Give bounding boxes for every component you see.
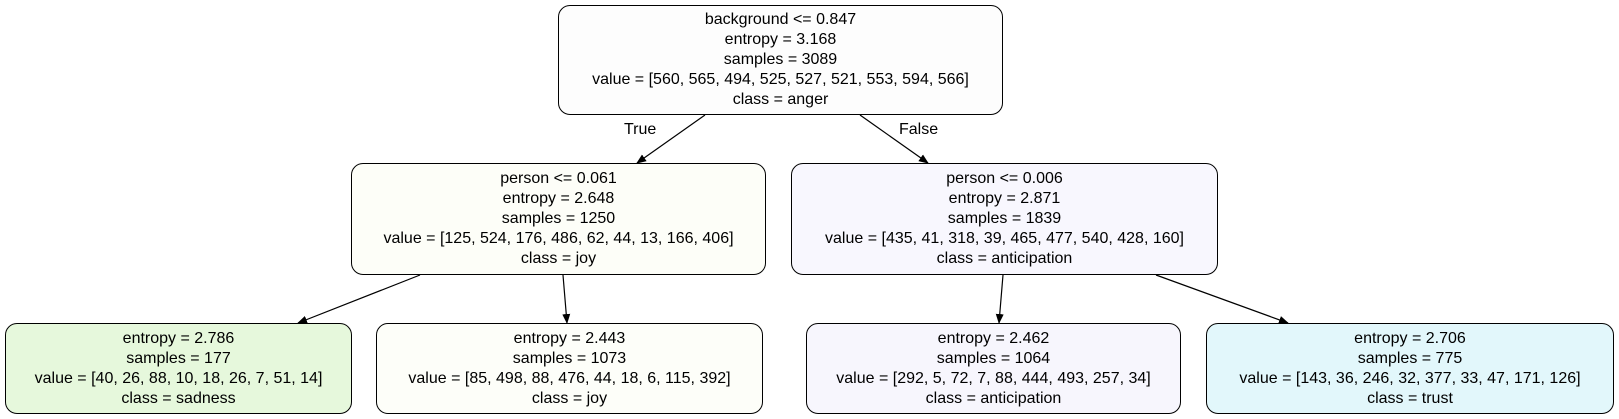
edge-right-rl <box>995 274 1004 324</box>
node-class: class = joy <box>531 389 608 407</box>
node-class: class = anticipation <box>936 250 1073 267</box>
node-class: class = trust <box>1367 389 1453 407</box>
node-value: value = [85, 498, 88, 476, 44, 18, 6, 11… <box>408 369 731 387</box>
node-entropy: entropy = 2.871 <box>948 190 1061 207</box>
node-samples: samples = 3089 <box>723 51 838 68</box>
node-split: person <= 0.061 <box>500 170 617 187</box>
node-value: value = [125, 524, 176, 486, 62, 44, 13,… <box>383 230 734 247</box>
node-class: class = anger <box>732 91 829 108</box>
node-value: value = [40, 26, 88, 10, 18, 26, 7, 51, … <box>34 369 323 387</box>
left-node: person <= 0.061 entropy = 2.648 samples … <box>351 163 766 275</box>
right-node: person <= 0.006 entropy = 2.871 samples … <box>791 163 1218 275</box>
node-samples: samples = 1064 <box>936 349 1051 367</box>
node-entropy: entropy = 2.462 <box>937 329 1050 347</box>
root-node: background <= 0.847 entropy = 3.168 samp… <box>558 5 1003 115</box>
node-entropy: entropy = 2.786 <box>122 329 235 347</box>
edge-root-left <box>636 114 706 164</box>
node-entropy: entropy = 2.706 <box>1354 329 1466 347</box>
node-entropy: entropy = 2.443 <box>513 329 626 347</box>
node-split: background <= 0.847 <box>704 11 857 28</box>
leaf-node-anticipation: entropy = 2.462 samples = 1064 value = [… <box>806 323 1181 414</box>
node-value: value = [292, 5, 72, 7, 88, 444, 493, 25… <box>836 369 1151 387</box>
node-samples: samples = 1250 <box>501 210 616 227</box>
node-value: value = [435, 41, 318, 39, 465, 477, 540… <box>825 230 1184 247</box>
edge-right-rr <box>1155 274 1289 324</box>
edge-left-lr <box>562 274 571 324</box>
edge-label-true: True <box>624 121 657 138</box>
node-class: class = anticipation <box>925 389 1062 407</box>
node-samples: samples = 1073 <box>512 349 627 367</box>
node-split: person <= 0.006 <box>946 170 1063 187</box>
leaf-node-joy: entropy = 2.443 samples = 1073 value = [… <box>376 323 763 414</box>
node-class: class = joy <box>520 250 597 267</box>
node-entropy: entropy = 3.168 <box>724 31 837 48</box>
edge-left-ll <box>297 274 421 324</box>
leaf-node-trust: entropy = 2.706 samples = 775 value = [1… <box>1206 323 1614 414</box>
node-value: value = [143, 36, 246, 32, 377, 33, 47, … <box>1239 369 1581 387</box>
node-class: class = sadness <box>121 389 236 407</box>
node-samples: samples = 1839 <box>947 210 1062 227</box>
node-value: value = [560, 565, 494, 525, 527, 521, 5… <box>592 71 969 88</box>
edge-label-false: False <box>899 121 939 138</box>
node-samples: samples = 177 <box>126 349 231 367</box>
leaf-node-sadness: entropy = 2.786 samples = 177 value = [4… <box>5 323 352 414</box>
node-entropy: entropy = 2.648 <box>502 190 615 207</box>
node-samples: samples = 775 <box>1357 349 1463 367</box>
edge-root-right <box>859 114 929 164</box>
